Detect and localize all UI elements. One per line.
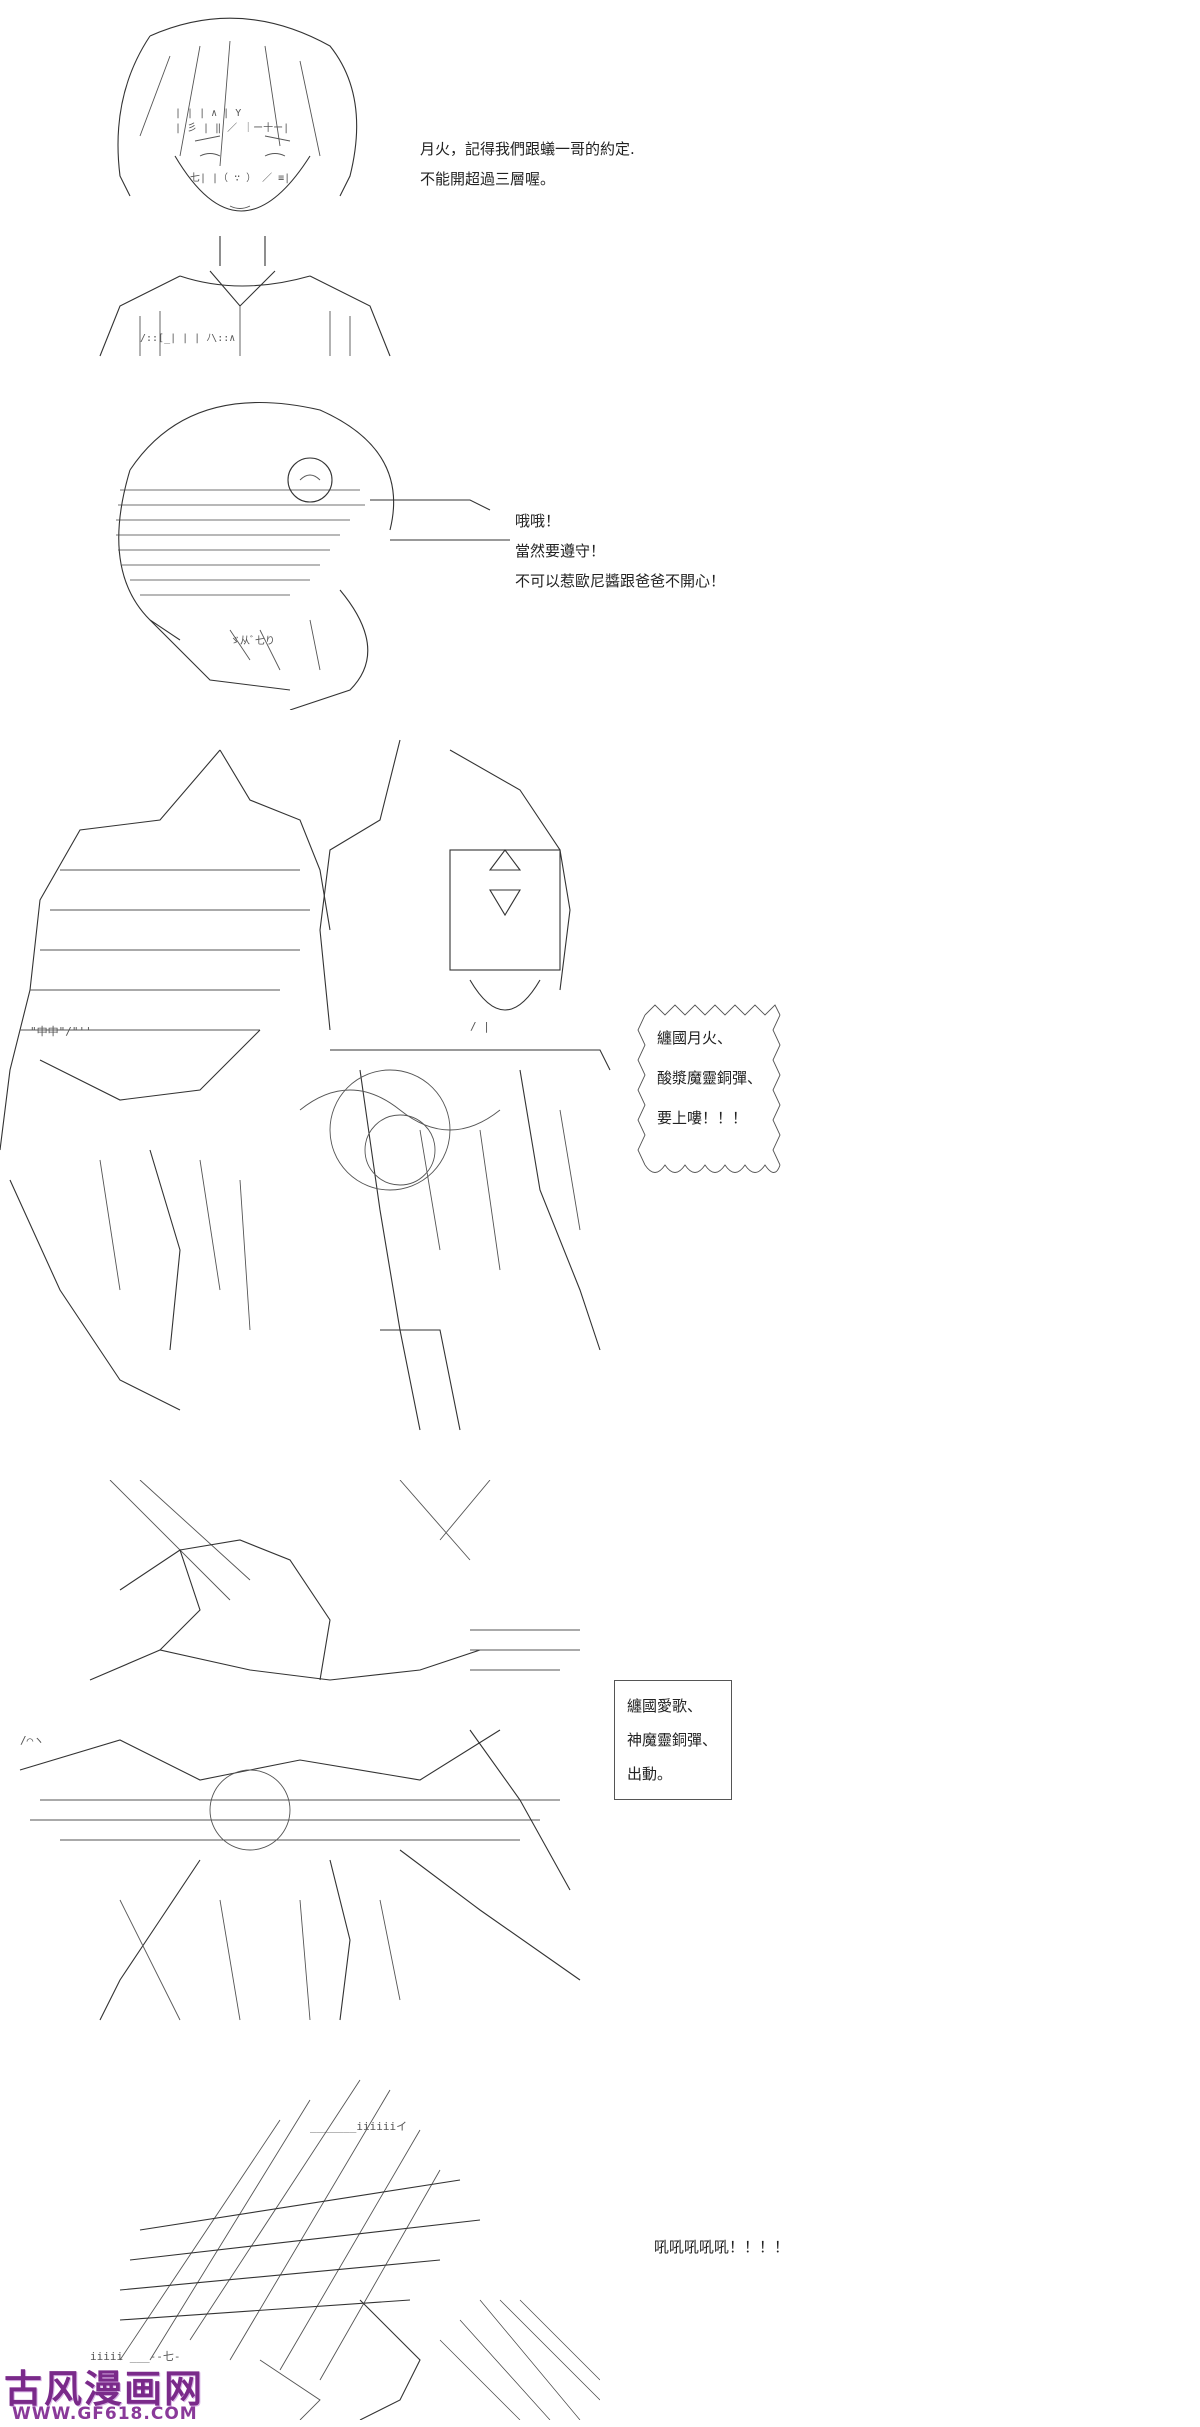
- ascii-art-speedline-attack: iiiii ___‐‐七‐ _______iiiiiiイ: [60, 2060, 600, 2420]
- svg-text:ゞ从ﾞ七り: ゞ从ﾞ七り: [230, 635, 275, 647]
- svg-text:| | | ∧ | Y: | | | ∧ | Y: [175, 108, 241, 119]
- shout-line: 要上嘍！！！: [657, 1109, 748, 1127]
- ascii-art-girl-portrait: | | | ∧ | Y | 彡 | ‖ ／ ｜ー十ー| 七| |（ ∵ ） ／ …: [80, 6, 400, 366]
- ascii-art-girl-side-face: ゞ从ﾞ七り: [90, 390, 510, 710]
- dialogue-box-panel-4: 纏國愛歌、 神魔靈銅彈、 出動。: [614, 1680, 732, 1800]
- svg-text:/⌒ヽ: /⌒ヽ: [20, 1734, 44, 1747]
- dialogue-line: 纏國愛歌、: [627, 1697, 703, 1715]
- ascii-art-second-mecha: /⌒ヽ: [0, 1480, 600, 2040]
- dialogue-line: 不能開超過三層喔。: [420, 170, 556, 188]
- dialogue-line: 當然要遵守！: [515, 542, 606, 560]
- shout-line: 酸漿魔靈銅彈、: [657, 1069, 763, 1087]
- svg-text:"中中"/"'': "中中"/"'': [30, 1025, 92, 1038]
- shout-box-panel-3: 纏國月火、 酸漿魔靈銅彈、 要上嘍！！！: [635, 1000, 785, 1190]
- dialogue-panel-1: 月火，記得我們跟蟻一哥的約定. 不能開超過三層喔。: [420, 134, 635, 194]
- dialogue-line: 哦哦！: [515, 512, 561, 530]
- dialogue-panel-5: 吼吼吼吼吼！！！！: [654, 2232, 789, 2262]
- svg-text:| 彡 | ‖ ／ ｜ー十ー|: | 彡 | ‖ ／ ｜ー十ー|: [175, 121, 289, 134]
- svg-text:/::[_| | | ﾉ\::∧: /::[_| | | ﾉ\::∧: [140, 333, 235, 344]
- svg-text:iiiii ___‐‐七‐: iiiii ___‐‐七‐: [90, 2350, 180, 2363]
- svg-text:_______iiiiiiイ: _______iiiiiiイ: [310, 2120, 407, 2133]
- panel-3: "中中"/"'' / | 纏國月火、 酸漿魔靈銅彈、 要上嘍！！！: [0, 730, 1200, 1450]
- panel-4: /⌒ヽ 纏國愛歌、 神魔靈銅彈、 出動。: [0, 1480, 1200, 2040]
- site-watermark-logo: 古风漫画网 WWW.GF618.COM: [0, 2358, 220, 2427]
- svg-text:七| |（ ∵ ） ／ ≡|: 七| |（ ∵ ） ／ ≡|: [190, 172, 290, 184]
- watermark-url: WWW.GF618.COM: [12, 2404, 198, 2424]
- panel-5: iiiii ___‐‐七‐ _______iiiiiiイ 吼吼吼吼吼！！！！: [0, 2060, 1200, 2427]
- watermark-title: 古风漫画网: [4, 2367, 205, 2411]
- panel-1: | | | ∧ | Y | 彡 | ‖ ／ ｜ー十ー| 七| |（ ∵ ） ／ …: [0, 0, 1200, 380]
- dialogue-line: 月火，記得我們跟蟻一哥的約定.: [420, 140, 635, 158]
- dialogue-line: 出動。: [627, 1765, 673, 1783]
- shout-line: 纏國月火、: [657, 1029, 733, 1047]
- dialogue-panel-2: 哦哦！ 當然要遵守！ 不可以惹歐尼醬跟爸爸不開心！: [515, 506, 725, 596]
- svg-text:/ |: / |: [470, 1020, 490, 1033]
- dialogue-line: 不可以惹歐尼醬跟爸爸不開心！: [515, 572, 726, 590]
- dialogue-line: 吼吼吼吼吼！！！！: [654, 2238, 790, 2256]
- panel-2: ゞ从ﾞ七り 哦哦！ 當然要遵守！ 不可以惹歐尼醬跟爸爸不開心！: [0, 390, 1200, 720]
- ascii-art-mecha-launch: "中中"/"'' / |: [0, 730, 620, 1450]
- dialogue-line: 神魔靈銅彈、: [627, 1731, 718, 1749]
